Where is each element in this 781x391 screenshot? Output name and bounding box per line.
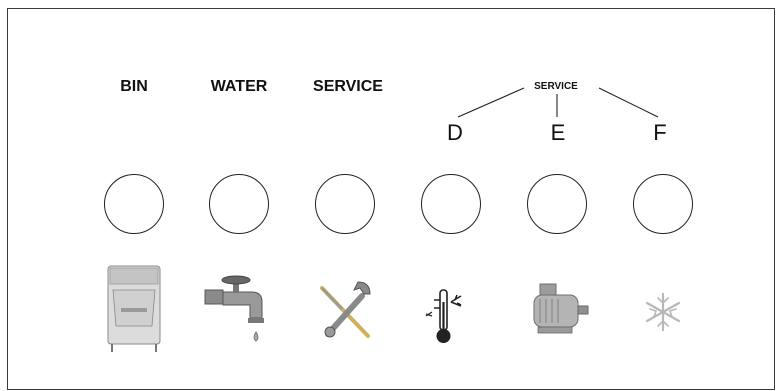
connector-line-f — [599, 88, 658, 117]
thermometer-icon — [426, 290, 461, 343]
snowflake-icon — [647, 294, 679, 330]
connector-lines — [458, 88, 658, 117]
connector-line-d — [458, 88, 524, 117]
ice-bin-icon — [108, 266, 160, 352]
wrench-screwdriver-icon — [322, 282, 370, 337]
motor-icon — [534, 284, 588, 333]
water-faucet-icon — [205, 276, 264, 341]
